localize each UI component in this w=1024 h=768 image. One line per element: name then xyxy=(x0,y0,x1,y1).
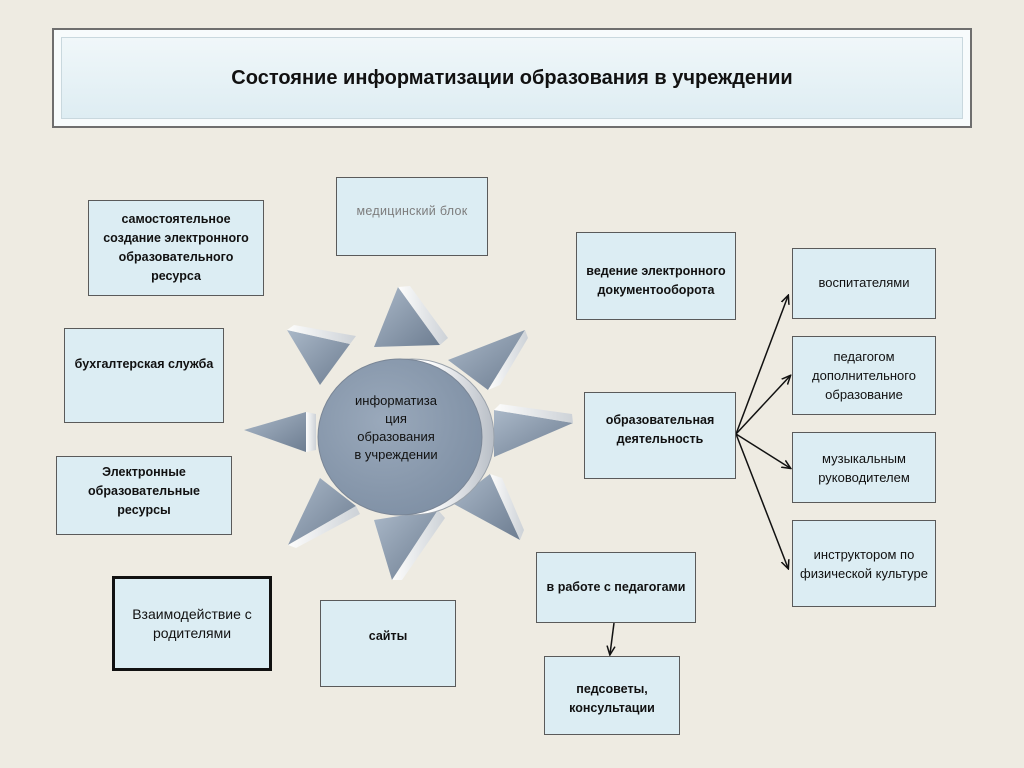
ray-top xyxy=(374,287,440,347)
page-title: Состояние информатизации образования в у… xyxy=(231,66,793,89)
ray-bottom-left xyxy=(288,478,356,545)
ray-top-left-side xyxy=(287,325,356,344)
node-e-resources: Электронные образовательные ресурсы xyxy=(56,456,232,535)
node-document-flow: ведение электронного документооборота xyxy=(576,232,736,320)
node-sites: сайты xyxy=(320,600,456,687)
node-accounting: бухгалтерская служба xyxy=(64,328,224,423)
hub-disc xyxy=(317,358,483,516)
connectors xyxy=(610,296,790,654)
hub-label-line: ция xyxy=(385,411,407,426)
arrow-to-educators xyxy=(735,296,788,435)
node-music: музыкальным руководителем xyxy=(792,432,936,503)
ray-bottom-side xyxy=(392,510,445,580)
node-medical: медицинский блок xyxy=(336,177,488,256)
node-edu-activity: образовательная деятельность xyxy=(584,392,736,479)
arrow-to-councils xyxy=(610,622,614,654)
ray-right-side xyxy=(494,404,573,423)
ray-top-right-side xyxy=(488,330,528,390)
title-banner: Состояние информатизации образования в у… xyxy=(52,28,972,128)
ray-right xyxy=(494,410,573,457)
ray-top-left xyxy=(287,330,350,385)
node-parents: Взаимодействие с родителями xyxy=(112,576,272,671)
node-teachers-work: в работе с педагогами xyxy=(536,552,696,623)
arrow-to-pe xyxy=(735,433,788,568)
ray-top-right xyxy=(448,330,525,390)
hub-label-line: информатиза xyxy=(355,393,437,408)
node-educators: воспитателями xyxy=(792,248,936,319)
ray-bottom-right-side xyxy=(490,474,524,540)
arrow-to-extra-teacher xyxy=(735,376,790,435)
node-pe: инструктором по физической культуре xyxy=(792,520,936,607)
node-extra-teacher: педагогом дополнительного образование xyxy=(792,336,936,415)
hub-label: информатиза ция образования в учреждении xyxy=(330,392,462,464)
hub-label-line: в учреждении xyxy=(354,447,438,462)
ray-bottom-left-side xyxy=(288,506,360,548)
ray-left xyxy=(244,412,306,452)
ray-top-side xyxy=(398,286,448,345)
node-councils: педсоветы, консультации xyxy=(544,656,680,735)
node-self-resource: самостоятельное создание электронного об… xyxy=(88,200,264,296)
arrow-to-music xyxy=(735,433,790,468)
hub-label-line: образования xyxy=(357,429,435,444)
ray-bottom xyxy=(374,510,438,580)
ray-left-side xyxy=(306,412,316,452)
